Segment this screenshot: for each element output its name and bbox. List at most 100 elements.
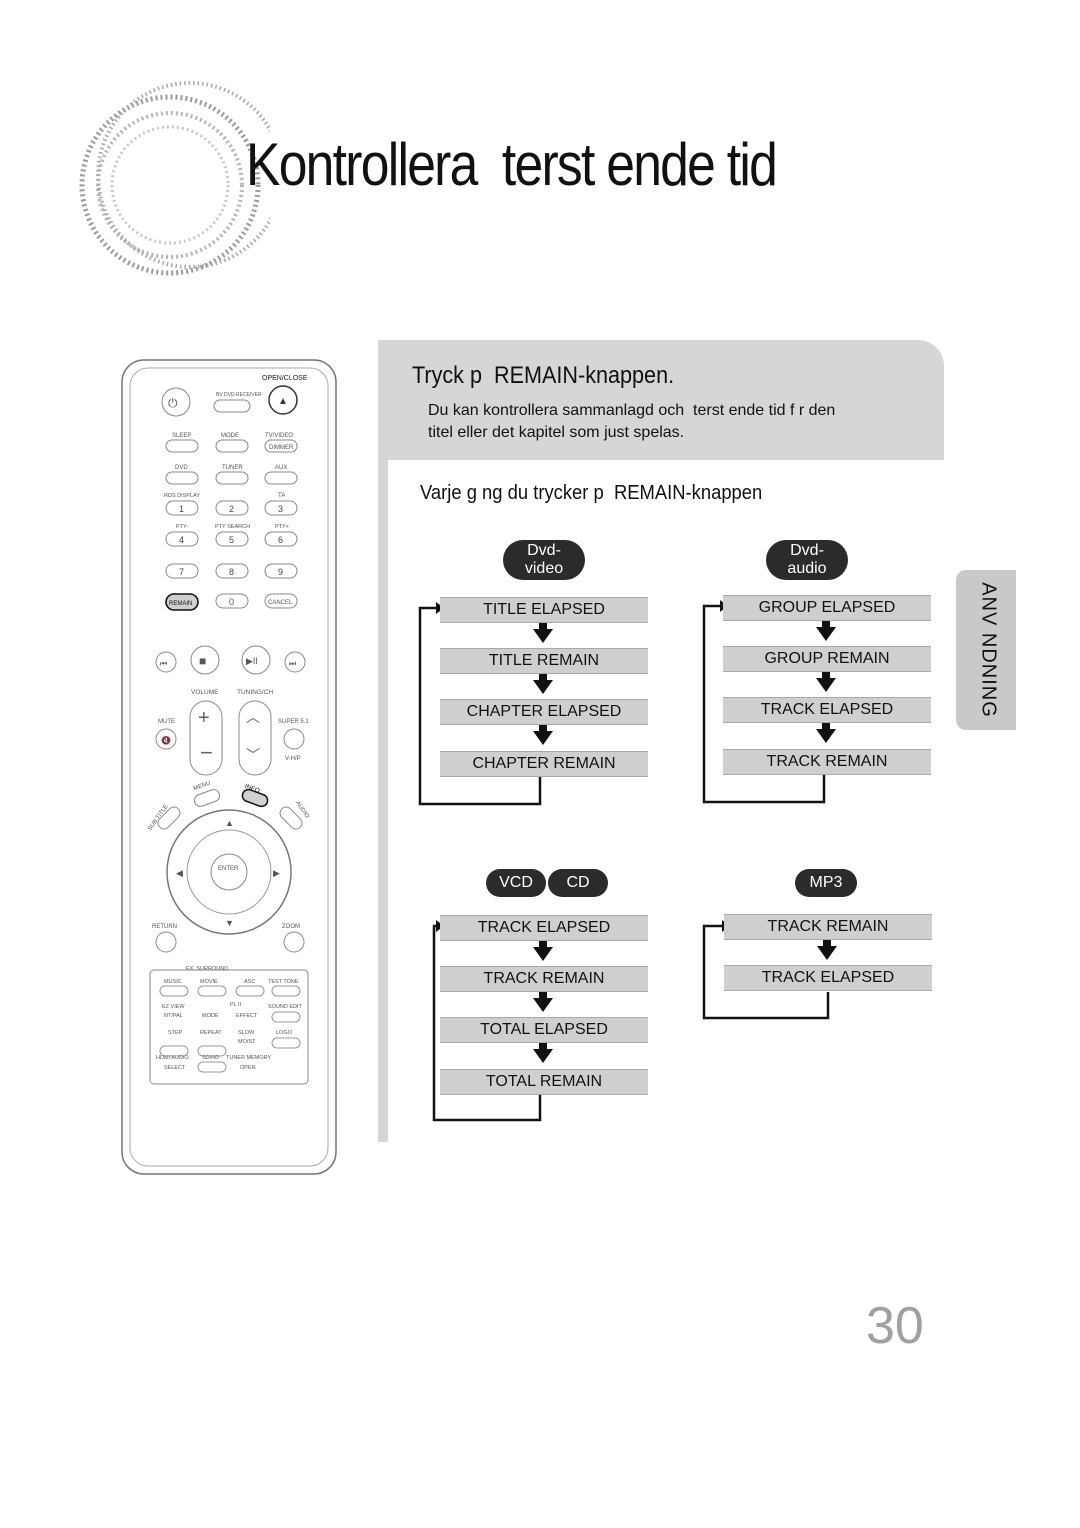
remote-label-ezview: EZ VIEW bbox=[162, 1004, 185, 1010]
badge-dvd-audio-line-1: Dvd- bbox=[790, 542, 824, 559]
remote-label-music: MUSIC bbox=[164, 979, 182, 985]
volume-up-icon: + bbox=[198, 707, 210, 729]
remote-remain-button: REMAIN bbox=[169, 601, 192, 607]
remote-label-soundedit: SOUND EDIT bbox=[268, 1004, 303, 1010]
remote-label-ta: TA bbox=[278, 493, 285, 499]
badge-cd-label: CD bbox=[566, 874, 590, 891]
remote-label-rds: RDS DISPLAY bbox=[164, 493, 200, 499]
remote-label-zoom: ZOOM bbox=[282, 924, 300, 930]
flow-mp3-step-1: TRACK REMAIN bbox=[724, 914, 932, 940]
flow-dvd-video-step-2: TITLE REMAIN bbox=[440, 648, 648, 674]
down-arrow-icon bbox=[533, 941, 553, 961]
flow-subheading: Varje g ng du trycker p REMAIN-knappen bbox=[420, 482, 763, 504]
remote-digit-4: 4 bbox=[179, 535, 184, 545]
remote-label-select: SELECT bbox=[164, 1065, 186, 1071]
remote-digit-3: 3 bbox=[278, 504, 283, 514]
eject-icon: ▲ bbox=[278, 396, 288, 407]
step-description-line-2: titel eller det kapitel som just spelas. bbox=[428, 424, 685, 441]
remote-label-tuner-memory: TUNER MEMORY bbox=[226, 1055, 271, 1061]
down-arrow-icon bbox=[533, 623, 553, 643]
down-arrow-icon bbox=[817, 940, 837, 960]
remote-control-illustration: ⏻ OPEN/CLOSE ▲ BV DVD RECEIVER SLEEP MOD… bbox=[121, 359, 337, 1175]
remote-label-pl2: PL II bbox=[230, 1002, 242, 1008]
down-arrow-icon bbox=[533, 725, 553, 745]
remote-label-asc: ASC bbox=[244, 979, 255, 985]
next-icon: ⏭ bbox=[289, 659, 296, 668]
flow-dvd-video-step-3: CHAPTER ELAPSED bbox=[440, 699, 648, 725]
remote-label-pty-plus: PTY+ bbox=[275, 524, 289, 530]
remote-label-dimmer: DIMMER bbox=[269, 445, 294, 451]
remote-digit-5: 5 bbox=[229, 535, 234, 545]
flow-mp3-step-2: TRACK ELAPSED bbox=[724, 965, 932, 991]
remote-label-sdhd: SD/HD bbox=[202, 1055, 219, 1061]
flow-dvd-audio-step-1: GROUP ELAPSED bbox=[723, 595, 931, 621]
remote-label-super51: SUPER 5.1 bbox=[278, 719, 309, 725]
step-description: Du kan kontrollera sammanlagd och terst … bbox=[428, 400, 888, 444]
tuning-down-icon: ﹀ bbox=[246, 747, 260, 763]
badge-mp3: MP3 bbox=[795, 869, 857, 897]
remote-label-mode: MODE bbox=[221, 433, 239, 439]
step-description-line-1: Du kan kontrollera sammanlagd och terst … bbox=[428, 402, 836, 419]
page-number: 30 bbox=[866, 1297, 924, 1355]
down-arrow-icon bbox=[816, 723, 836, 743]
remote-label-pty-minus: PTY- bbox=[176, 524, 188, 530]
remote-label-mode2: MODE bbox=[202, 1013, 219, 1019]
section-side-tab bbox=[956, 570, 1016, 730]
remote-digit-6: 6 bbox=[278, 535, 283, 545]
remote-label-tuning: TUNING/CH bbox=[237, 689, 273, 696]
dpad-down-icon: ▼ bbox=[225, 918, 234, 928]
power-icon: ⏻ bbox=[168, 396, 178, 410]
instruction-panel-header bbox=[378, 340, 944, 460]
badge-dvd-video-line-2: video bbox=[524, 560, 564, 577]
badge-vcd: VCD bbox=[486, 869, 546, 897]
remote-open-close-label: OPEN/CLOSE bbox=[262, 375, 308, 382]
mute-icon: 🔇 bbox=[161, 735, 171, 745]
remote-label-menu: MENU bbox=[193, 781, 212, 793]
section-side-tab-label: ANV NDNING bbox=[977, 582, 1000, 718]
dpad-up-icon: ▲ bbox=[225, 818, 234, 828]
stop-icon: ■ bbox=[199, 654, 206, 668]
badge-mp3-label: MP3 bbox=[809, 874, 843, 891]
play-pause-icon: ▶II bbox=[246, 656, 258, 666]
flow-vcd-cd-step-2: TRACK REMAIN bbox=[440, 966, 648, 992]
remote-label-return: RETURN bbox=[152, 924, 177, 930]
remote-digit-0: 0 bbox=[229, 597, 234, 607]
remote-label-tvvideo: TV/VIDEO bbox=[265, 433, 293, 439]
page-title: Kontrollera terst ende tid bbox=[246, 131, 778, 198]
remote-label-dvd: DVD bbox=[175, 465, 188, 471]
flow-dvd-video-step-1: TITLE ELAPSED bbox=[440, 597, 648, 623]
remote-label-step: STEP bbox=[168, 1030, 183, 1036]
step-title: Tryck p REMAIN-knappen. bbox=[412, 362, 675, 389]
remote-label-slow: SLOW bbox=[238, 1030, 255, 1036]
badge-dvd-video-line-1: Dvd- bbox=[527, 542, 561, 559]
remote-label-most: MO/ST bbox=[238, 1039, 256, 1045]
remote-label-info: INFO bbox=[244, 783, 261, 795]
binary-circle-decoration bbox=[79, 81, 270, 276]
prev-icon: ⏮ bbox=[160, 659, 167, 668]
remote-digit-1: 1 bbox=[179, 504, 184, 514]
down-arrow-icon bbox=[816, 672, 836, 692]
remote-cancel-button: CANCEL bbox=[268, 600, 293, 606]
remote-label-aux: AUX bbox=[275, 465, 287, 471]
dpad-right-icon: ▶ bbox=[273, 868, 280, 878]
remote-label-pty-search: PTY SEARCH bbox=[215, 524, 250, 530]
flow-vcd-cd-step-4: TOTAL REMAIN bbox=[440, 1069, 648, 1095]
remote-label-vhp: V-H/P bbox=[285, 756, 301, 762]
volume-down-icon: − bbox=[200, 740, 213, 765]
remote-label-testtone: TEST TONE bbox=[268, 979, 299, 985]
remote-digit-7: 7 bbox=[179, 567, 184, 577]
flow-dvd-audio-step-2: GROUP REMAIN bbox=[723, 646, 931, 672]
remote-label-sleep: SLEEP bbox=[172, 433, 191, 439]
flow-dvd-video-step-4: CHAPTER REMAIN bbox=[440, 751, 648, 777]
down-arrow-icon bbox=[533, 674, 553, 694]
remote-label-enter: ENTER bbox=[218, 866, 239, 872]
remote-label-repeat: REPEAT bbox=[200, 1030, 222, 1036]
down-arrow-icon bbox=[816, 621, 836, 641]
remote-label-mute: MUTE bbox=[158, 719, 175, 725]
remote-digit-9: 9 bbox=[278, 567, 283, 577]
flow-vcd-cd-step-3: TOTAL ELAPSED bbox=[440, 1017, 648, 1043]
remote-digit-2: 2 bbox=[229, 504, 234, 514]
tuning-up-icon: ︿ bbox=[246, 709, 260, 725]
dpad-left-icon: ◀ bbox=[176, 868, 183, 878]
down-arrow-icon bbox=[533, 992, 553, 1012]
